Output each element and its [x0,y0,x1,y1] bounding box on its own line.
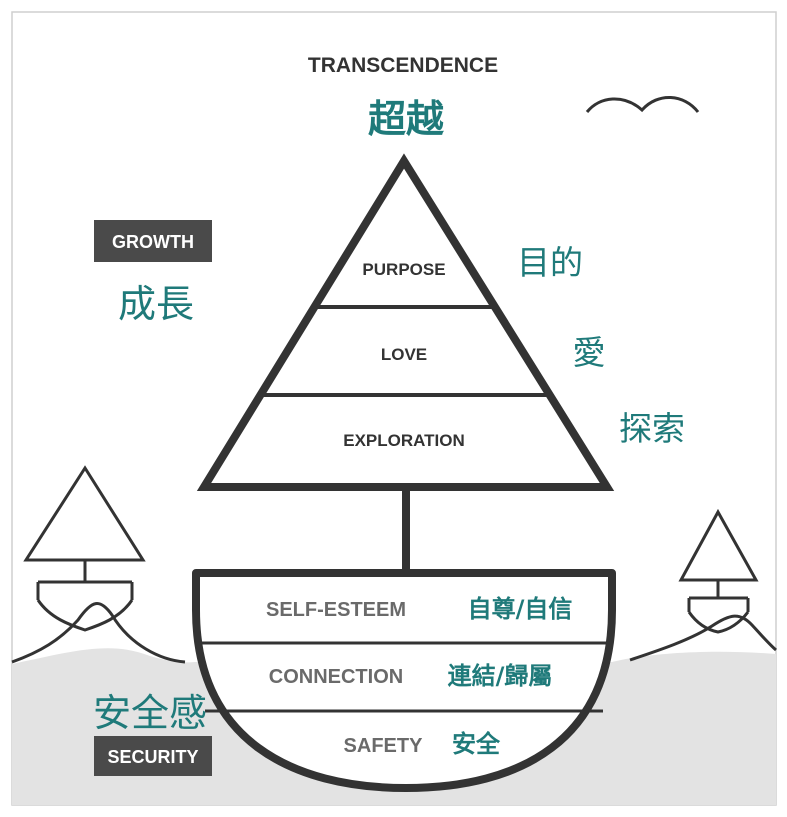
growth-badge [94,220,212,262]
sail-level-purpose: PURPOSE [362,260,445,279]
bird-icon [585,96,700,114]
security-badge-label: SECURITY [107,747,198,767]
boat-level-safety: SAFETY [344,735,424,757]
tree-right-icon [678,508,759,634]
transcendence-zh-label: 超越 [368,97,445,141]
transcendence-label: TRANSCENDENCE [308,54,498,77]
tree-left-icon [23,465,146,632]
growth-badge-label: GROWTH [112,232,194,252]
boat-hull [192,569,616,792]
growth-zh-label: 成長 [118,282,194,326]
water-area-right [612,651,776,805]
hill-left-line [11,602,186,664]
sail-level-exploration: EXPLORATION [343,431,465,450]
boat-level-connection-zh: 連結/歸屬 [448,662,553,690]
boat-level-safety-zh: 安全 [452,730,501,758]
security-zh-label: 安全感 [93,691,207,735]
boat-level-self-esteem: SELF-ESTEEM [266,599,406,621]
sail-level-exploration-zh: 探索 [619,409,685,448]
hill-right-line [629,614,777,662]
sail-level-purpose-zh: 目的 [517,243,583,282]
sail-level-love: LOVE [381,345,427,364]
security-badge [94,736,212,776]
sail-triangle [196,153,615,491]
sail-level-love-zh: 愛 [573,333,606,372]
boat-level-connection: CONNECTION [269,666,403,688]
boat-level-self-esteem-zh: 自尊/自信 [468,595,573,623]
